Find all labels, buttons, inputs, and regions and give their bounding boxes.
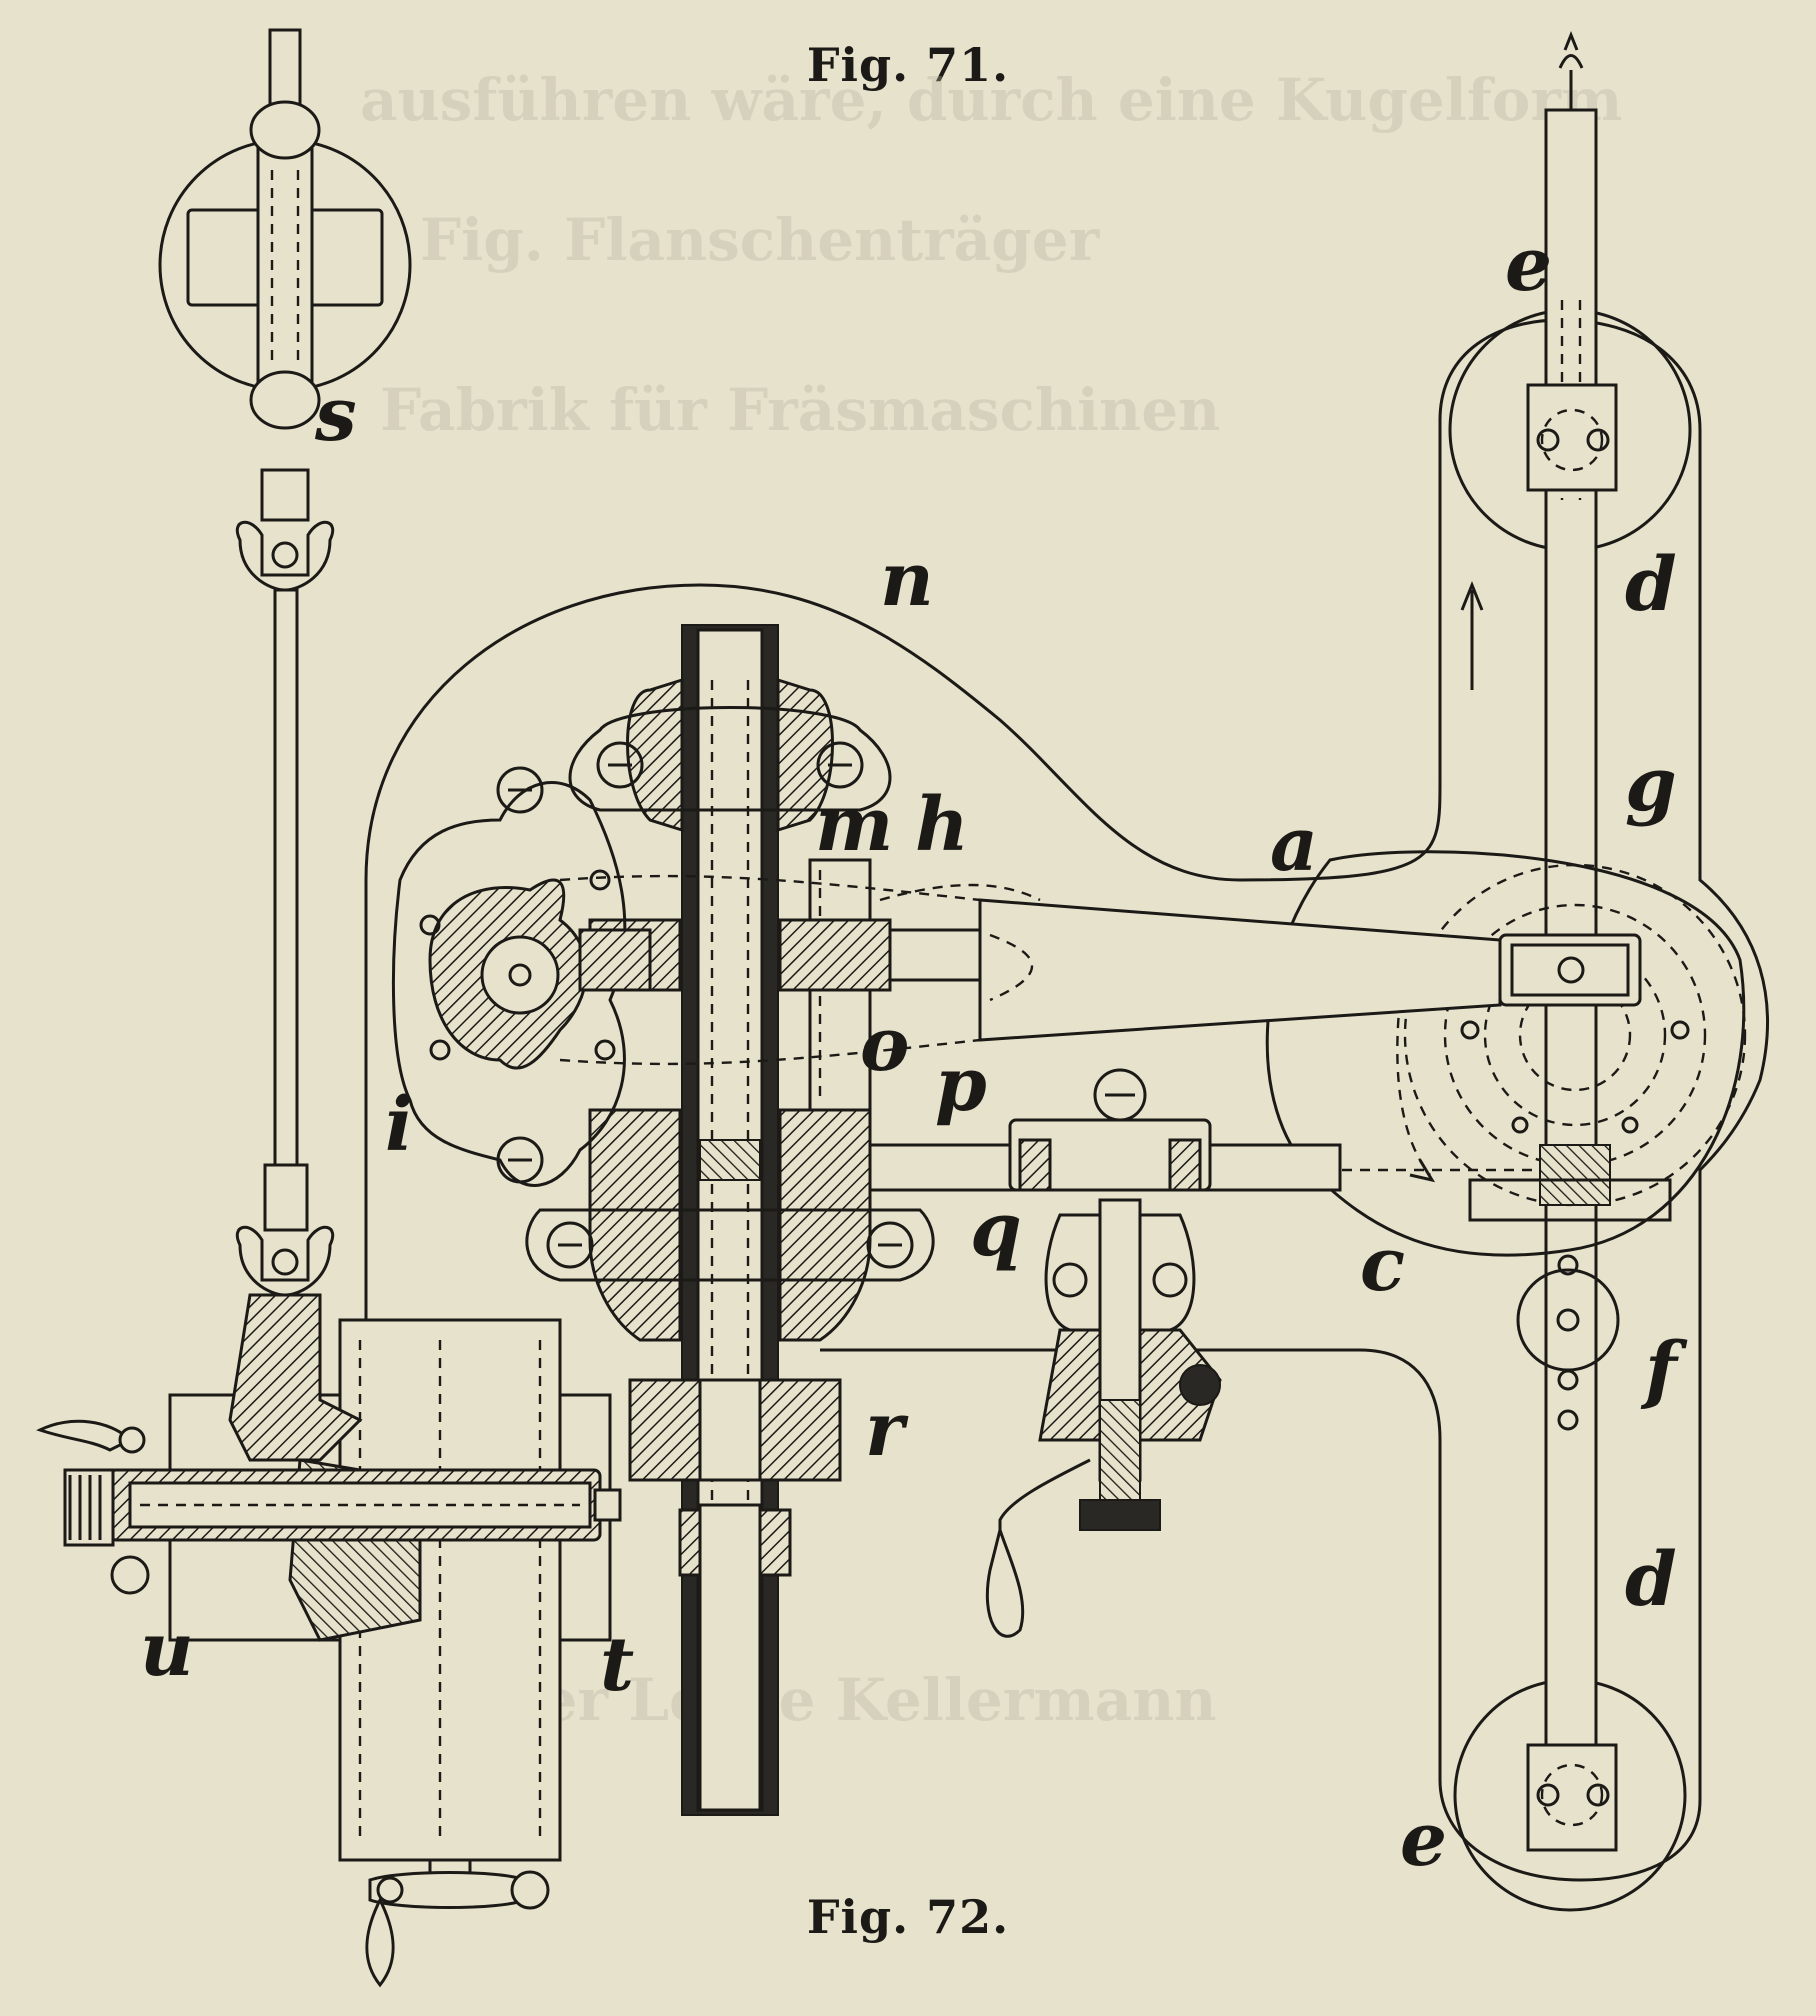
lever-arm-h [978,898,1502,1042]
upper-bearing [626,677,684,833]
plate-i [391,781,627,1187]
label-c: c [1360,1222,1405,1308]
crank-knob-bottom [365,1896,395,1988]
figure-72-caption: Fig. 72. [806,1890,1010,1944]
svg-text:der Lehre Kellermann: der Lehre Kellermann [500,1666,1217,1734]
label-p: p [935,1042,987,1128]
label-d-upper: d [1625,542,1677,628]
label-g: g [1625,742,1677,828]
label-e-bottom: e [1400,1797,1447,1883]
label-i: i [385,1082,413,1168]
label-s: s [314,372,357,458]
top-hook [1558,30,1584,110]
label-n: n [880,537,934,623]
label-h: h [915,782,969,868]
bleed-through-text: ausführen wäre, durch eine Kugelform Fig… [360,66,1622,1734]
label-a: a [1270,802,1318,888]
svg-text:Fabrik für Fräsmaschinen: Fabrik für Fräsmaschinen [380,376,1220,444]
svg-text:ausführen wäre, durch eine Kug: ausführen wäre, durch eine Kugelform [360,66,1622,134]
label-f: f [1640,1327,1688,1413]
label-e-top: e [1505,222,1552,308]
label-d-lower: d [1625,1537,1677,1623]
cam-disc [1265,850,1746,1257]
frame-outline [364,318,1769,1882]
svg-text:Fig. Flanschenträger: Fig. Flanschenträger [420,206,1101,274]
label-r: r [865,1387,909,1473]
label-m: m [815,782,893,868]
bracket-q [1008,1118,1212,1192]
label-u: u [140,1607,194,1693]
bevel-gear-housing [228,1293,363,1462]
figure-71-caption: Fig. 71. [806,38,1010,92]
label-t: t [600,1622,634,1708]
stand-handle [985,1524,1025,1638]
universal-joint-bottom [235,1225,335,1297]
label-o: o [860,1002,909,1088]
universal-joint-top [235,520,335,592]
label-q: q [970,1187,1022,1273]
direction-arrow [1460,580,1484,690]
